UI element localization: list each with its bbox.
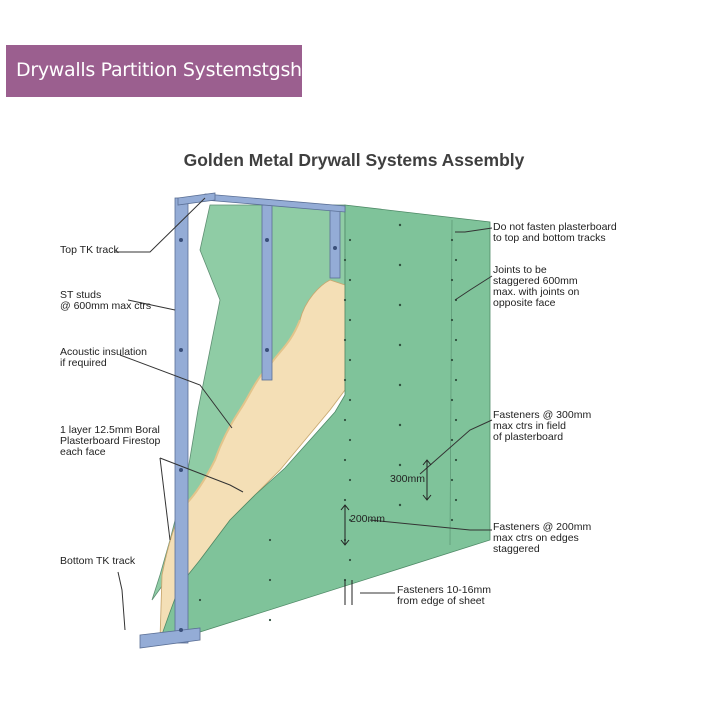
dim-300mm: 300mm	[390, 473, 426, 485]
leader-lines	[115, 197, 493, 631]
front-plasterboard	[159, 204, 491, 641]
label-fasteners-200: Fasteners @ 200mm max ctrs on edges stag…	[493, 521, 592, 555]
label-studs: ST studs @ 600mm max ctrs	[60, 289, 152, 312]
label-fasteners-300: Fasteners @ 300mm max ctrs in field of p…	[493, 409, 592, 443]
diagram-title: Golden Metal Drywall Systems Assembly	[183, 150, 525, 170]
label-do-not-fasten: Do not fasten plasterboard to top and bo…	[493, 221, 617, 244]
label-bottom-track: Bottom TK track	[60, 555, 136, 567]
banner-text: Drywalls Partition Systemstgshol	[16, 59, 319, 81]
steel-studs	[139, 192, 346, 649]
fastener-dots	[198, 223, 458, 622]
label-top-track: Top TK track	[60, 244, 119, 256]
label-fasteners-edge: Fasteners 10-16mm from edge of sheet	[397, 584, 491, 607]
label-joints: Joints to be staggered 600mm max. with j…	[493, 264, 580, 309]
header-banner: Drywalls Partition Systemstgshol	[6, 45, 318, 97]
label-insulation: Acoustic insulation if required	[60, 346, 147, 369]
label-plasterboard: 1 layer 12.5mm Boral Plasterboard Firest…	[60, 424, 161, 458]
dim-200mm: 200mm	[350, 513, 386, 525]
dimension-lines	[340, 459, 432, 605]
